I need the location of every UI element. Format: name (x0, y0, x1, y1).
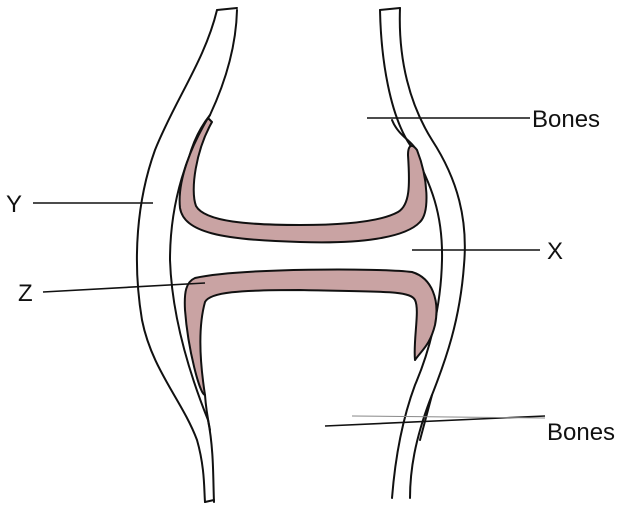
label-y: Y (6, 191, 22, 218)
label-bones-top: Bones (532, 106, 600, 133)
label-bones-bottom: Bones (547, 419, 615, 446)
lower-articular-cartilage (185, 270, 437, 395)
capsule-right-top-edge (380, 8, 400, 10)
joint-capsule-right-outer (400, 8, 465, 498)
capsule-left-top-edge (217, 8, 237, 10)
leader-z (43, 283, 205, 292)
joint-capsule-left-inner (170, 10, 237, 502)
joint-capsule-left-outer (137, 10, 217, 502)
joint-capsule-right-inner (380, 10, 442, 498)
upper-articular-cartilage (180, 118, 427, 242)
label-z: Z (18, 280, 33, 307)
label-x: X (547, 238, 563, 265)
lower-bone-edge-right (420, 395, 432, 440)
capsule-left-bottom-edge (205, 500, 214, 502)
